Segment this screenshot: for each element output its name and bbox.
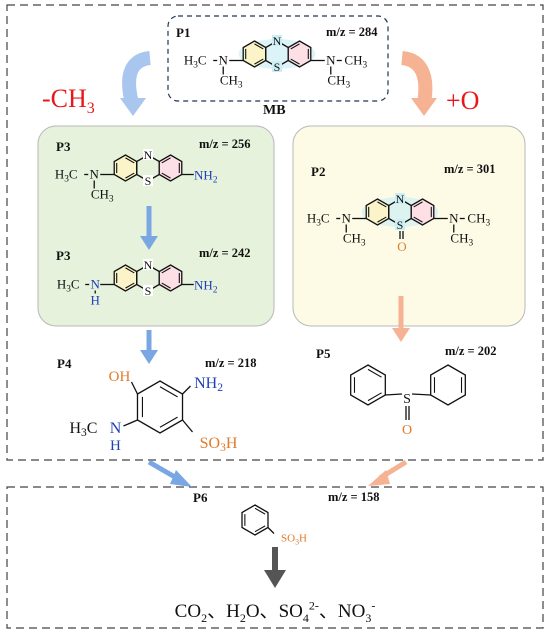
ring-sulfur: S xyxy=(397,218,404,232)
sulfur-atom: S xyxy=(403,392,411,407)
p4-mz: m/z = 218 xyxy=(205,356,257,370)
methyl-group: CH3 xyxy=(220,73,243,91)
p1-label: P1 xyxy=(176,25,191,40)
left-ring xyxy=(242,40,267,68)
p6-benzene-ring xyxy=(241,504,269,536)
methyl-group: H3C xyxy=(307,211,330,229)
methyl-group: CH3 xyxy=(450,231,473,249)
p4-benzene-ring xyxy=(136,380,184,434)
mb-name: MB xyxy=(263,103,286,118)
methyl-group: CH3 xyxy=(467,211,490,229)
p3a-mz: m/z = 256 xyxy=(199,137,251,151)
lower-dashed-frame xyxy=(6,486,544,629)
ring-nitrogen: N xyxy=(273,34,282,48)
methyl-group: H3C xyxy=(184,53,207,71)
amino-group: NH2 xyxy=(194,278,218,296)
nitrate: NO3- xyxy=(337,598,376,625)
right-curved-arrow xyxy=(400,51,433,105)
right-ring xyxy=(158,264,183,292)
amino-group: NH2 xyxy=(194,168,218,186)
upper-dashed-frame xyxy=(6,4,544,461)
amine-nitrogen: N xyxy=(110,420,122,437)
p6-mz: m/z = 158 xyxy=(328,490,380,504)
p5-benzene-ring xyxy=(350,364,386,406)
methyl-group: H3C xyxy=(55,167,78,185)
methyl-group: H3C xyxy=(57,277,80,295)
amine-nitrogen: N xyxy=(449,211,459,226)
left-ring xyxy=(113,264,138,292)
ring-sulfur: S xyxy=(274,60,281,74)
sulfoxide-oxygen: O xyxy=(397,239,406,254)
methyl-group: CH3 xyxy=(91,187,114,205)
final-products: CO2、H2O、SO42-、NO3- xyxy=(174,598,376,625)
ring-nitrogen: N xyxy=(396,192,405,206)
demethylation-box xyxy=(37,125,275,327)
right-ring xyxy=(410,198,435,226)
p2-mz: m/z = 301 xyxy=(444,162,496,176)
p1-mz: m/z = 284 xyxy=(326,25,378,39)
sulfoxide-oxygen: O xyxy=(402,423,412,438)
p3b-label: P3 xyxy=(56,248,71,263)
p5-label: P5 xyxy=(316,346,331,361)
ring-nitrogen: N xyxy=(144,148,153,162)
amine-hydrogen: H xyxy=(91,293,100,308)
p5-cyclohexadiene-ring xyxy=(430,364,466,406)
right-ring xyxy=(158,154,183,182)
sulfonic-acid-group: SO3H xyxy=(281,533,307,547)
sulfate: SO42- xyxy=(278,598,319,625)
p4-label: P4 xyxy=(57,356,72,371)
p2-label: P2 xyxy=(311,164,326,179)
amino-group: NH2 xyxy=(194,375,223,394)
amine-nitrogen: N xyxy=(342,211,352,226)
p3b-mz: m/z = 242 xyxy=(199,246,251,260)
p3a-label: P3 xyxy=(56,139,71,154)
ring-sulfur: S xyxy=(145,284,152,298)
amine-nitrogen: N xyxy=(91,277,101,292)
sulfonic-acid-group: SO3H xyxy=(200,435,238,454)
amine-nitrogen: N xyxy=(219,53,229,68)
p6-label: P6 xyxy=(193,490,208,505)
methyl-group: H3C xyxy=(69,420,97,439)
left-ring xyxy=(113,154,138,182)
oxidation-label: +O xyxy=(446,86,480,115)
left-ring xyxy=(365,198,390,226)
methyl-group: CH3 xyxy=(327,73,350,91)
h2o: H2O xyxy=(226,601,260,625)
co2: CO2 xyxy=(174,601,208,625)
amine-nitrogen: N xyxy=(90,167,100,182)
left-curved-arrow xyxy=(122,51,152,105)
methyl-group: CH3 xyxy=(343,231,366,249)
mb-dashed-box xyxy=(167,15,389,102)
amine-hydrogen: H xyxy=(110,438,121,454)
p5-mz: m/z = 202 xyxy=(445,344,497,358)
ring-sulfur: S xyxy=(145,174,152,188)
hydroxyl-group: OH xyxy=(109,369,131,385)
amine-nitrogen: N xyxy=(326,53,336,68)
methyl-group: CH3 xyxy=(344,53,367,71)
demethylation-label: -CH3 xyxy=(42,84,95,118)
right-ring xyxy=(287,40,312,68)
ring-nitrogen: N xyxy=(144,258,153,272)
